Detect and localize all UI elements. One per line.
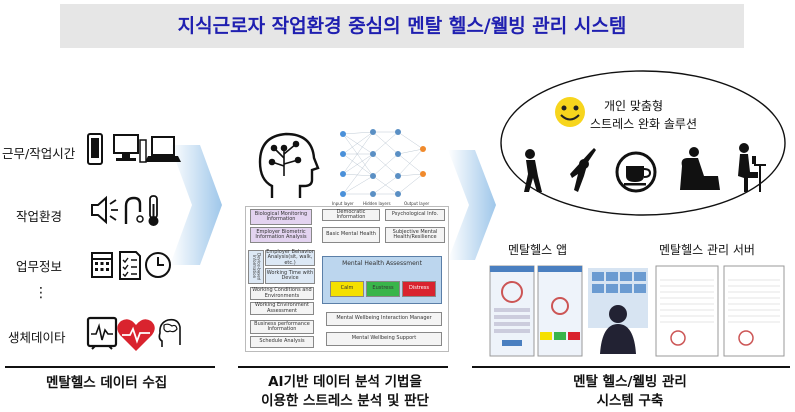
nn-output-label: Output layer xyxy=(404,201,430,206)
stage3-label-2: 시스템 구축 xyxy=(596,393,664,409)
box-basic-mh: Basic Mental Health xyxy=(322,227,380,243)
app-server-screens xyxy=(489,265,785,357)
label-work-env: 작업환경 xyxy=(16,209,63,224)
device-icons xyxy=(87,133,181,165)
arrow-2 xyxy=(448,150,496,260)
box-interaction-manager: Mental Wellbeing Interaction Manager xyxy=(326,312,442,326)
massage-chair-icon xyxy=(680,147,720,190)
app-label: 멘탈헬스 앱 xyxy=(508,243,568,257)
thermometer-icon xyxy=(148,195,159,226)
box-work-env-assess: Working Environment Assessment xyxy=(250,302,314,315)
clock-icon xyxy=(145,252,171,278)
box-bio-monitoring: Biological Monitoring Information xyxy=(250,209,312,225)
speaker-icon xyxy=(91,195,118,225)
title-bar xyxy=(60,4,744,48)
calendar-icon xyxy=(91,252,113,278)
phone-icon xyxy=(87,133,103,165)
app-screen-2 xyxy=(537,265,583,357)
box-working-time: Working Time with Device xyxy=(265,268,315,284)
nn-input-label: Input layer xyxy=(332,201,354,206)
cafe-person-icon xyxy=(738,143,766,192)
box-employer-bio: Employer Biometric Information Analysis xyxy=(250,227,312,243)
nn-hidden-label: Hidden layers xyxy=(363,201,391,206)
box-distress: Distress xyxy=(402,281,436,297)
server-screen-2 xyxy=(723,265,785,357)
server-screen-1 xyxy=(655,265,719,357)
smiley-icon xyxy=(555,97,585,127)
stage1-label: 멘탈헬스 데이터 수집 xyxy=(46,375,168,391)
divider-2 xyxy=(238,366,448,368)
box-subjective: Subjective Mental Health/Resilience xyxy=(385,227,445,243)
env-icons xyxy=(91,195,159,226)
solution-cloud xyxy=(500,70,786,216)
divider-3 xyxy=(472,366,790,368)
monitoring-room xyxy=(588,268,648,354)
label-work-hours: 근무/작업시간 xyxy=(2,146,76,161)
coffee-icon xyxy=(615,151,657,193)
arrow-1 xyxy=(170,145,222,265)
heart-icon xyxy=(117,319,155,351)
divider-1 xyxy=(5,366,215,368)
stretching-icon xyxy=(570,148,596,192)
box-psych: Psychological Info. xyxy=(385,209,445,221)
desktop-icon xyxy=(113,134,147,163)
box-democratic: Democratic Information xyxy=(322,209,380,221)
cloud-text-1: 개인 맞춤형 xyxy=(604,99,664,113)
bio-icons xyxy=(86,316,181,351)
ecg-monitor-icon xyxy=(86,316,118,350)
laptop-icon xyxy=(145,136,181,162)
ai-head-icon xyxy=(258,132,320,198)
box-work-conditions: Working Conditions and Environments xyxy=(250,287,314,300)
box-eustress: Eustress xyxy=(366,281,400,297)
stage2-label-1: AI기반 데이터 분석 기법을 xyxy=(268,374,422,390)
neural-network-diagram xyxy=(340,129,426,197)
label-bio-data: 생체데이타 xyxy=(8,330,66,345)
page-title: 지식근로자 작업환경 중심의 멘탈 헬스/웰빙 관리 시스템 xyxy=(177,15,627,37)
label-work-info: 업무정보 xyxy=(16,259,63,274)
box-support: Mental Wellbeing Support xyxy=(326,332,442,346)
walking-icon xyxy=(524,149,542,192)
app-screen-1 xyxy=(489,265,535,357)
stage2-label-2: 이용한 스트레스 분석 및 판단 xyxy=(261,393,429,409)
stage3-label-1: 멘탈 헬스/웰빙 관리 xyxy=(573,374,687,390)
cloud-text-2: 스트레스 완화 솔루션 xyxy=(590,117,697,131)
box-behavior: Employer Behavior Analysis(sit, walk, et… xyxy=(265,248,315,266)
ellipsis: ⋮ xyxy=(34,285,48,301)
brain-head-icon xyxy=(158,318,181,347)
server-label: 멘탈헬스 관리 서버 xyxy=(659,243,755,257)
box-device-based: Device-based Information xyxy=(248,250,264,284)
box-calm: Calm xyxy=(330,281,364,297)
checklist-icon xyxy=(119,251,141,280)
box-biz-perf: Business performance Information xyxy=(250,320,314,334)
humidity-icon xyxy=(124,196,144,224)
box-schedule: Schedule Analysis xyxy=(250,336,314,348)
work-info-icons xyxy=(91,251,171,280)
